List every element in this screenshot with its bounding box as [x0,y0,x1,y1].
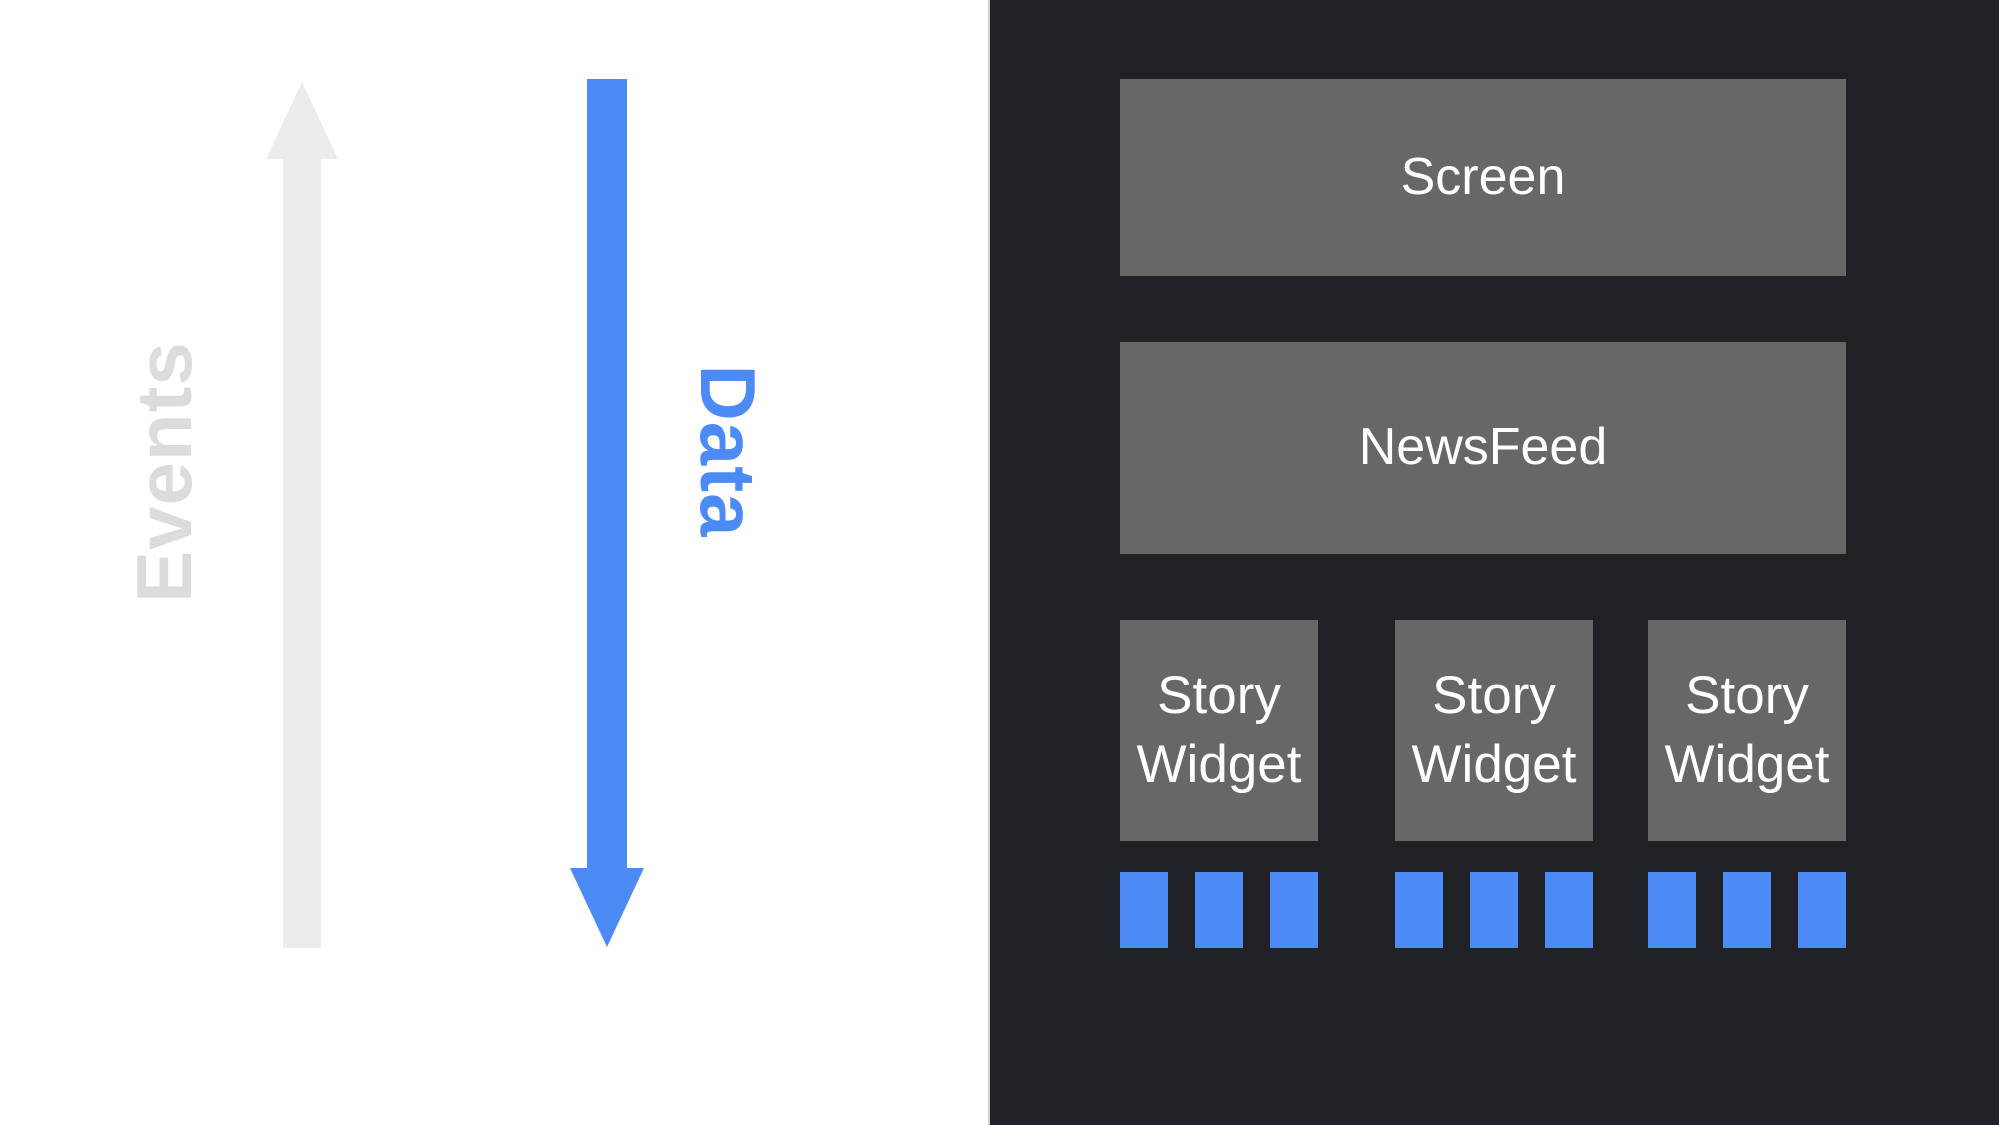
data-square [1545,872,1593,948]
events-arrow-shaft [283,157,321,948]
events-label: Events [120,341,208,603]
data-square [1195,872,1243,948]
widget-tree-panel: Screen NewsFeed Story Widget Story Widge… [988,0,1999,1125]
data-square [1120,872,1168,948]
story-widget-label: Story Widget [1664,665,1830,794]
screen-box-label: Screen [1400,147,1566,206]
data-label: Data [684,364,772,538]
data-square-group [1120,872,1318,948]
story-widget-label: Story Widget [1411,665,1577,794]
data-square [1395,872,1443,948]
data-square [1798,872,1846,948]
data-square [1270,872,1318,948]
story-widget-box: Story Widget [1648,620,1846,841]
data-square [1648,872,1696,948]
data-arrow-shaft [587,79,627,869]
arrow-up-icon [266,82,338,159]
flow-pane: Events Data [0,0,988,1125]
newsfeed-box-label: NewsFeed [1358,418,1608,477]
screen-box: Screen [1120,79,1846,276]
data-square-group [1648,872,1846,948]
story-widget-box: Story Widget [1395,620,1593,841]
arrow-down-icon [570,868,644,947]
newsfeed-box: NewsFeed [1120,342,1846,554]
story-widget-label: Story Widget [1136,665,1302,794]
data-square [1723,872,1771,948]
data-square-group [1395,872,1593,948]
data-square [1470,872,1518,948]
story-widget-box: Story Widget [1120,620,1318,841]
